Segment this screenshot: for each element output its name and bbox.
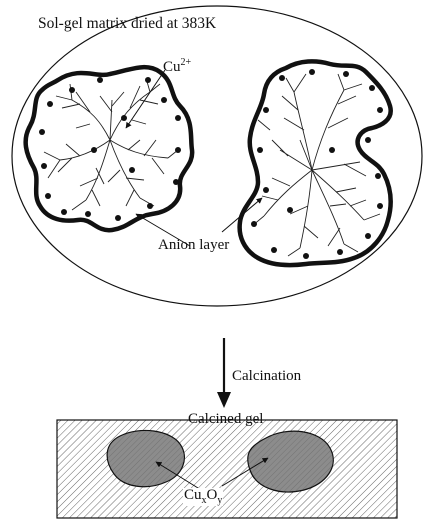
matrix-label: Sol-gel matrix dried at 383K bbox=[38, 16, 216, 32]
oxide-mid: O bbox=[207, 487, 218, 503]
anion-layer-label: Anion layer bbox=[158, 238, 229, 253]
cu-ion-charge: 2+ bbox=[181, 57, 192, 68]
oxide-base: Cu bbox=[184, 487, 202, 503]
oxide-label: CuxOy bbox=[183, 488, 223, 506]
cu-ion-base: Cu bbox=[163, 59, 181, 75]
calcination-arrow bbox=[217, 338, 231, 408]
cu-ion-label: Cu2+ bbox=[163, 58, 191, 75]
calcination-label: Calcination bbox=[232, 369, 301, 384]
oxide-sub-y: y bbox=[217, 495, 222, 506]
right-gel-particle bbox=[240, 61, 391, 265]
calcined-gel-block bbox=[57, 420, 397, 518]
left-gel-particle bbox=[26, 67, 193, 230]
oxide-particle-left-hatch bbox=[107, 430, 184, 486]
calcined-gel-label: Calcined gel bbox=[188, 412, 263, 427]
